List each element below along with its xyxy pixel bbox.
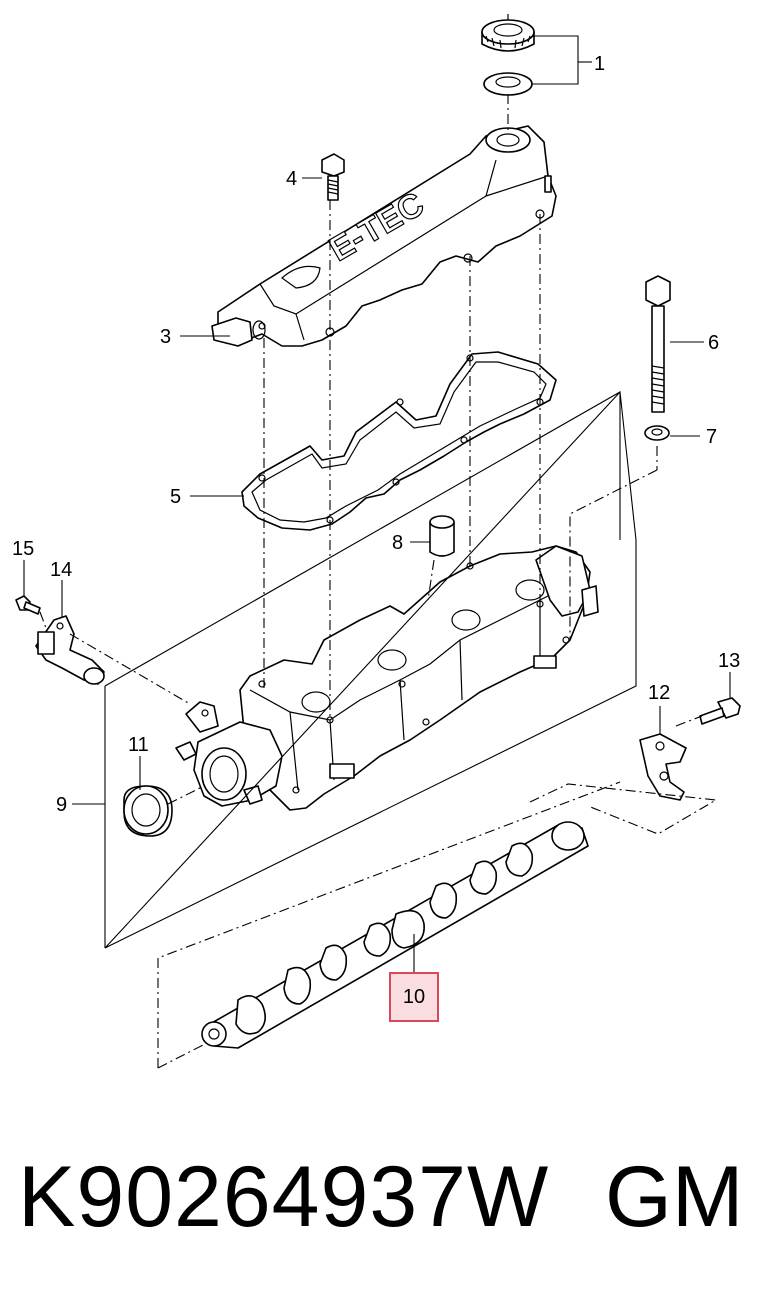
exploded-parts-diagram: E-TEC xyxy=(12,14,741,1069)
callout-15: 15 xyxy=(12,538,34,560)
bracket-bolt xyxy=(699,697,741,725)
callout-5: 5 xyxy=(170,486,181,508)
part-number: K90264937W xyxy=(18,1149,550,1245)
bracket xyxy=(639,733,687,801)
cover-gasket xyxy=(241,351,557,531)
brand-name: GM xyxy=(605,1149,744,1245)
callout-10-highlighted: 10 xyxy=(402,986,426,1008)
callout-4: 4 xyxy=(286,168,297,190)
callout-12: 12 xyxy=(648,682,670,704)
callout-labels: 1 3 4 5 6 7 8 9 11 12 13 14 15 xyxy=(12,53,740,816)
highlighted-callout-box xyxy=(389,972,439,1022)
callout-7: 7 xyxy=(706,426,717,448)
cylinder-head-cover: E-TEC xyxy=(211,125,557,347)
callout-14: 14 xyxy=(50,559,72,581)
callout-6: 6 xyxy=(708,332,719,354)
alignment-lines xyxy=(39,94,718,1069)
housing-group-frame xyxy=(104,390,637,949)
camshaft-position-sensor xyxy=(35,615,105,685)
oil-filler-seal xyxy=(483,72,533,96)
washer xyxy=(644,425,670,441)
plug xyxy=(429,515,455,557)
cover-bolt xyxy=(321,153,345,201)
callout-8: 8 xyxy=(392,532,403,554)
callout-11: 11 xyxy=(128,734,149,756)
oil-seal xyxy=(123,785,173,837)
callout-9: 9 xyxy=(56,794,67,816)
sensor-bolt xyxy=(15,595,41,615)
long-bolt xyxy=(645,275,671,413)
callout-1: 1 xyxy=(594,53,605,75)
leader-lines xyxy=(23,35,731,972)
camshaft xyxy=(201,821,589,1049)
camshaft-housing xyxy=(175,545,599,811)
oil-filler-cap xyxy=(481,14,535,52)
callout-13: 13 xyxy=(718,650,740,672)
callout-3: 3 xyxy=(160,326,171,348)
